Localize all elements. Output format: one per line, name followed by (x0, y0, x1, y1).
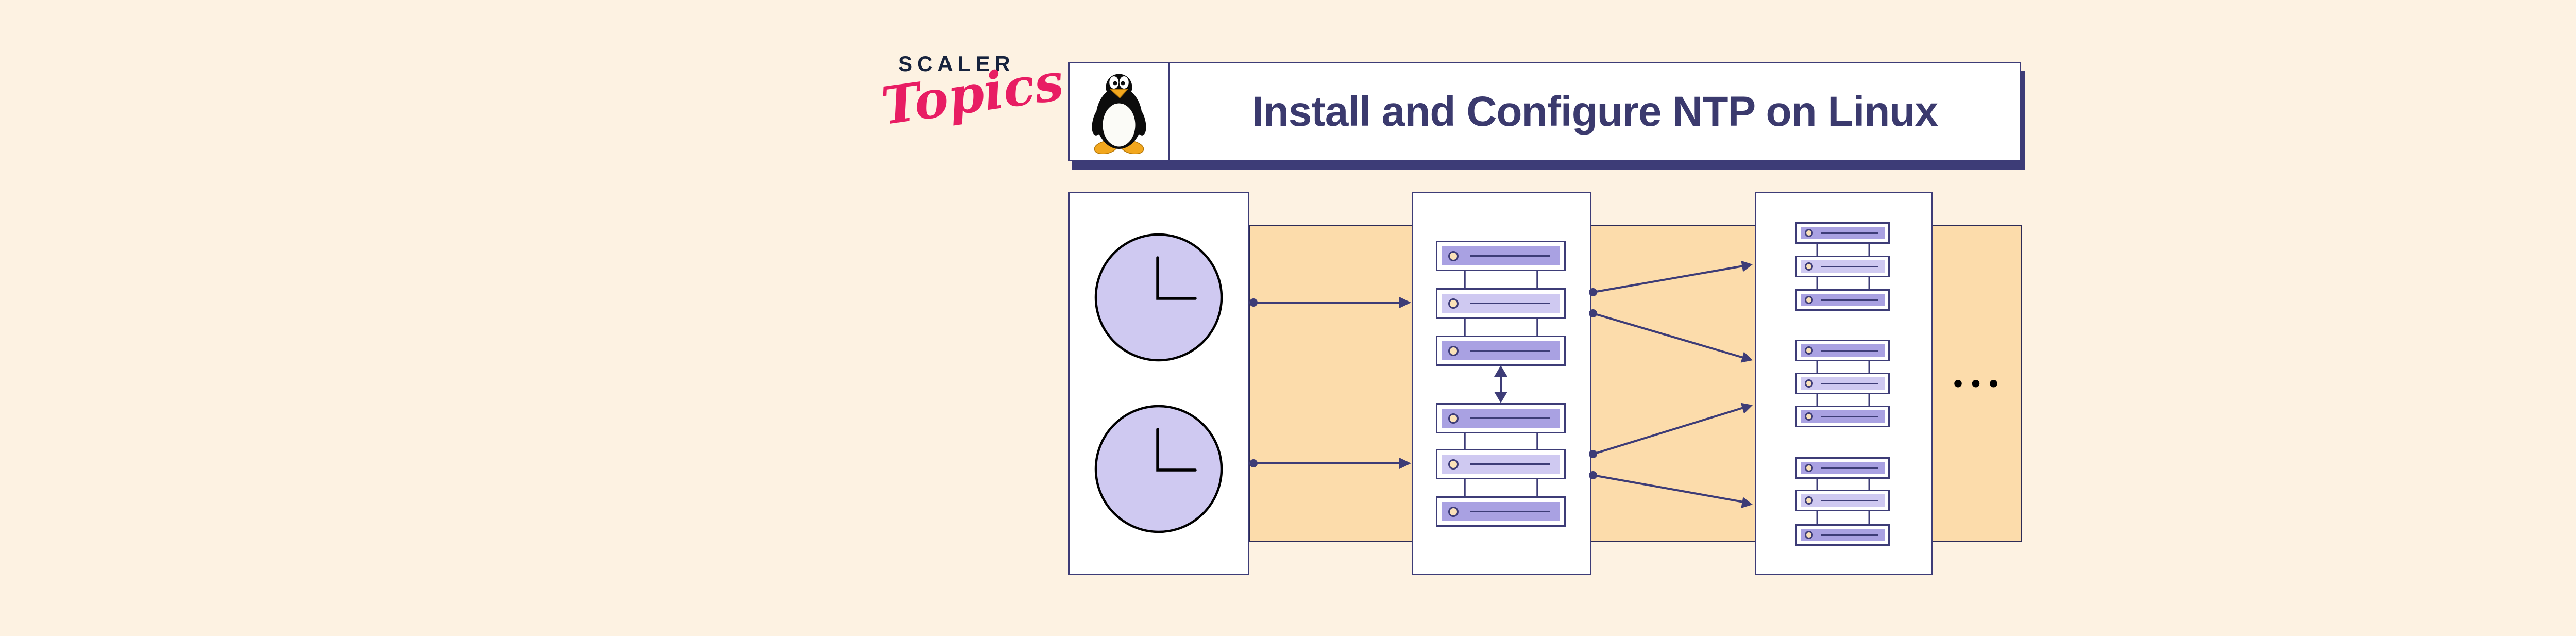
server-unit (1436, 496, 1566, 527)
server-unit (1795, 457, 1890, 479)
server-led-icon (1448, 298, 1459, 309)
server-unit (1436, 449, 1566, 479)
server-slot-line (1821, 299, 1878, 301)
server-led-icon (1805, 296, 1813, 304)
server-led-icon (1448, 250, 1459, 261)
banner-icon-cell (1070, 63, 1170, 160)
server-slot-line (1821, 467, 1878, 469)
reference-clocks-box (1068, 192, 1249, 575)
server-slot-line (1470, 255, 1550, 257)
server-led-icon (1805, 464, 1813, 472)
server-slot-line (1470, 463, 1550, 465)
server-unit (1795, 524, 1890, 546)
scaler-topics-logo: SCALER Topics (876, 49, 1067, 157)
server-slot-line (1821, 383, 1878, 384)
server-led-icon (1805, 346, 1813, 355)
server-slot-line (1470, 510, 1550, 512)
server-led-icon (1805, 379, 1813, 388)
logo-brand-text: SCALER (898, 52, 1015, 76)
banner-title-cell: Install and Configure NTP on Linux (1170, 63, 2020, 160)
server-led-icon (1805, 496, 1813, 505)
more-servers-indicator: ••• (1950, 370, 2004, 399)
server-slot-line (1821, 534, 1878, 536)
server-led-icon (1448, 459, 1459, 470)
server-led-icon (1448, 506, 1459, 517)
server-unit (1795, 490, 1890, 511)
server-slot-line (1821, 232, 1878, 234)
server-unit (1436, 288, 1566, 319)
server-unit (1436, 403, 1566, 433)
server-unit (1795, 222, 1890, 244)
server-slot-line (1821, 350, 1878, 352)
server-led-icon (1805, 412, 1813, 421)
server-unit (1795, 256, 1890, 277)
server-unit (1795, 406, 1890, 427)
server-led-icon (1805, 531, 1813, 539)
server-led-icon (1805, 262, 1813, 271)
server-slot-line (1821, 416, 1878, 417)
server-slot-line (1821, 500, 1878, 501)
server-led-icon (1448, 345, 1459, 356)
server-unit (1795, 340, 1890, 361)
server-slot-line (1470, 349, 1550, 352)
page-title: Install and Configure NTP on Linux (1251, 88, 1938, 135)
server-slot-line (1470, 417, 1550, 419)
server-slot-line (1470, 302, 1550, 304)
server-unit (1436, 241, 1566, 271)
title-banner: Install and Configure NTP on Linux (1068, 62, 2021, 161)
server-unit (1795, 289, 1890, 311)
server-unit (1436, 336, 1566, 366)
tux-penguin-icon (1092, 74, 1146, 154)
server-led-icon (1448, 413, 1459, 424)
server-unit (1795, 373, 1890, 394)
server-led-icon (1805, 229, 1813, 237)
server-slot-line (1821, 266, 1878, 267)
